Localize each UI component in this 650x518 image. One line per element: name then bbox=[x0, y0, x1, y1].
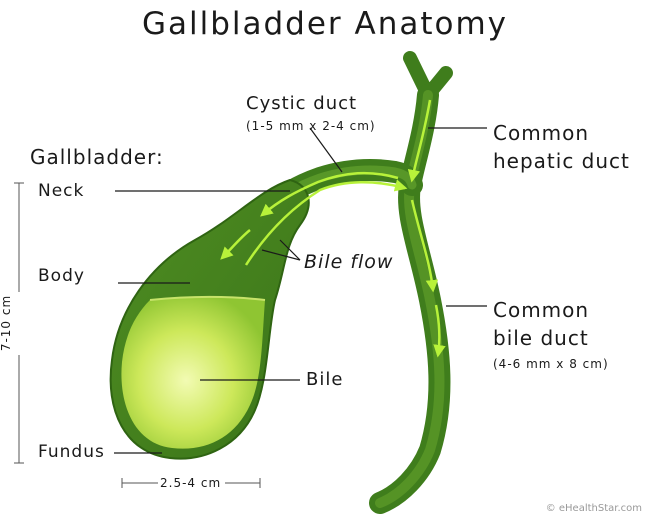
common-duct bbox=[380, 58, 446, 503]
bile-flow-label: Bile flow bbox=[304, 251, 393, 273]
length-dimension bbox=[14, 183, 24, 463]
cystic-duct-size: (1-5 mm x 2-4 cm) bbox=[246, 119, 376, 133]
length-dimension-label: 7-10 cm bbox=[0, 295, 13, 351]
common-bile-duct-label-line2: bile duct bbox=[493, 325, 589, 351]
width-dimension-label: 2.5-4 cm bbox=[160, 476, 221, 490]
watermark: © eHealthStar.com bbox=[546, 503, 642, 514]
body-label: Body bbox=[38, 266, 85, 286]
common-hepatic-duct-label-line1: Common bbox=[493, 120, 589, 146]
gallbladder-heading: Gallbladder: bbox=[30, 145, 164, 169]
page-title: Gallbladder Anatomy bbox=[0, 6, 650, 42]
common-hepatic-duct-label-line2: hepatic duct bbox=[493, 148, 630, 174]
cystic-duct-label: Cystic duct bbox=[246, 93, 357, 114]
neck-label: Neck bbox=[38, 181, 84, 201]
common-bile-duct-size: (4-6 mm x 8 cm) bbox=[493, 357, 609, 371]
common-bile-duct-label-line1: Common bbox=[493, 297, 589, 323]
fundus-label: Fundus bbox=[38, 442, 105, 462]
bile-label: Bile bbox=[306, 369, 343, 390]
